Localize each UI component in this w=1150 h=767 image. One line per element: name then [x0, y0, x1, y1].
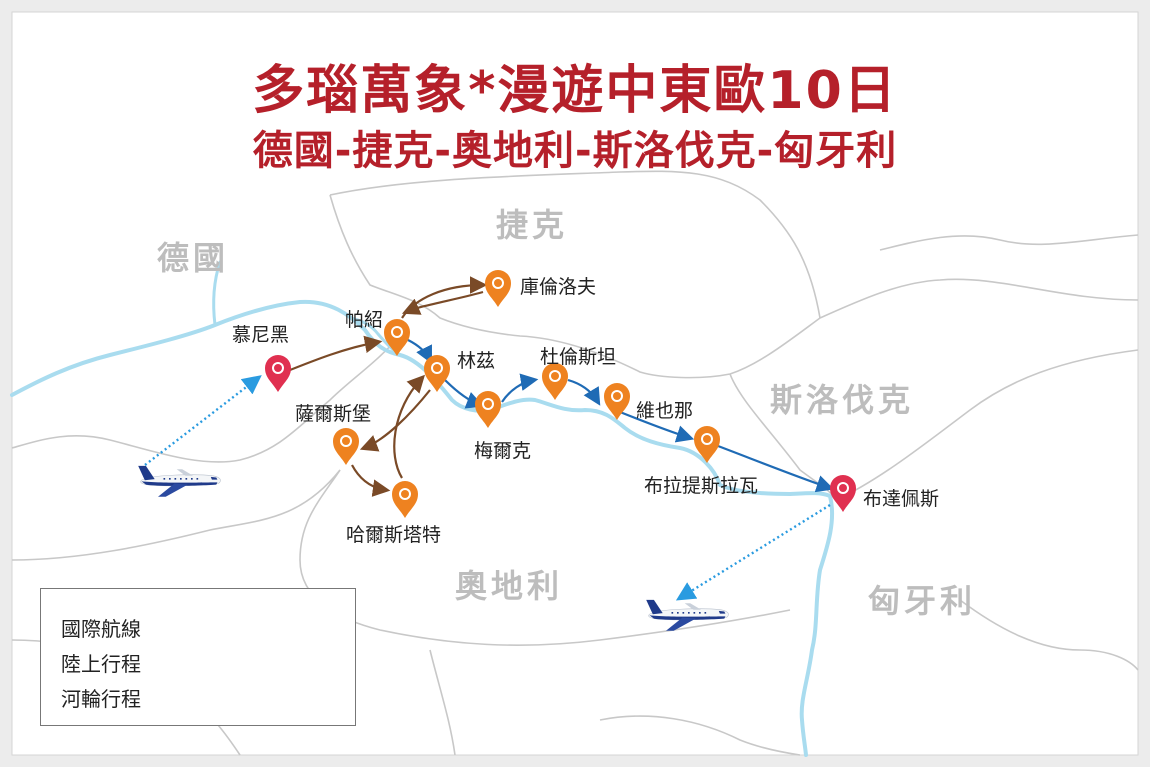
country-label-czech: 捷克 — [496, 206, 569, 244]
city-label-bratislava: 布拉提斯拉瓦 — [644, 475, 759, 497]
city-label-passau: 帕紹 — [345, 309, 384, 331]
city-label-durnstein: 杜倫斯坦 — [540, 346, 617, 368]
country-label-austria: 奧地利 — [455, 567, 564, 605]
city-label-munich: 慕尼黑 — [232, 324, 290, 346]
city-label-linz: 林茲 — [457, 350, 496, 372]
city-label-budapest: 布達佩斯 — [863, 488, 940, 510]
page-subtitle: 德國-捷克-奧地利-斯洛伐克-匈牙利 — [252, 128, 898, 174]
country-label-hungary: 匈牙利 — [868, 582, 977, 620]
legend-international-label: 國際航線 — [61, 617, 141, 641]
land-routes — [284, 276, 488, 497]
city-label-melk: 梅爾克 — [474, 440, 532, 462]
legend-land-label: 陸上行程 — [61, 652, 141, 676]
page-title: 多瑙萬象*漫遊中東歐10日 — [252, 61, 898, 121]
city-label-vienna: 維也那 — [636, 400, 694, 422]
city-label-krumlov: 庫倫洛夫 — [520, 276, 597, 298]
city-label-hallstatt: 哈爾斯塔特 — [346, 524, 442, 546]
map-legend: 國際航線 陸上行程 河輪行程 — [40, 588, 356, 726]
legend-river-label: 河輪行程 — [61, 687, 141, 711]
flight-routes — [144, 375, 831, 601]
city-label-salzburg: 薩爾斯堡 — [295, 403, 372, 425]
country-label-germany: 德國 — [157, 239, 230, 277]
country-label-slovakia: 斯洛伐克 — [770, 381, 915, 419]
